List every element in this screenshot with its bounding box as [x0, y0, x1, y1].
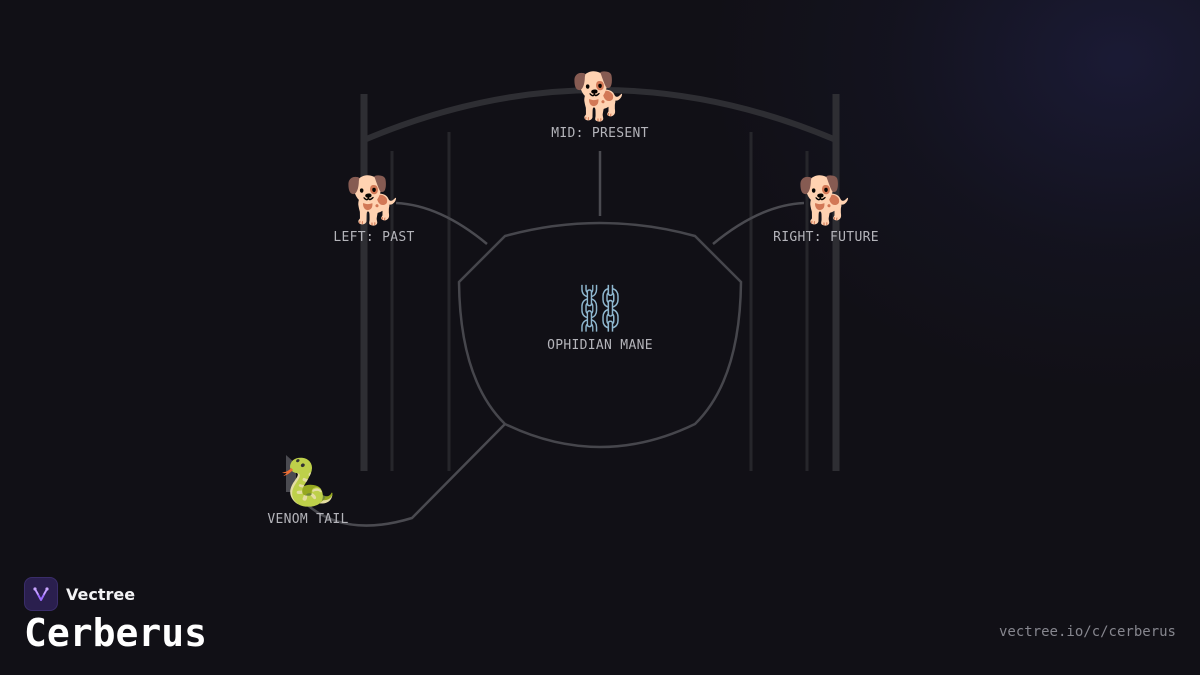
page-title: Cerberus [24, 611, 208, 655]
node-left: 🐕 LEFT: PAST [274, 172, 474, 245]
connectors [299, 151, 805, 527]
dog-face-icon: 🐕 [571, 69, 629, 123]
node-tail: 🐍 VENOM TAIL [208, 454, 408, 527]
connector-left [395, 201, 488, 245]
chain-icon: ⛓ [570, 281, 630, 335]
tail-tip-shape [286, 455, 296, 492]
page-url[interactable]: vectree.io/c/cerberus [998, 624, 1176, 640]
gate-frame [360, 87, 840, 471]
node-mid: 🐕 MID: PRESENT [500, 68, 700, 141]
vectree-logo-icon [24, 577, 58, 611]
vectree-logo-glyph [33, 587, 49, 601]
brand: Vectree [24, 577, 135, 611]
dog-face-icon: 🐕 [797, 173, 855, 227]
connector-right [712, 201, 805, 245]
dog-face-icon: 🐕 [345, 173, 403, 227]
brand-name: Vectree [66, 584, 136, 604]
node-mid-label: MID: PRESENT [551, 126, 649, 141]
node-left-label: LEFT: PAST [333, 230, 415, 245]
node-right: 🐕 RIGHT: FUTURE [726, 172, 926, 245]
node-tail-label: VENOM TAIL [267, 512, 349, 527]
body-outline [457, 221, 743, 449]
node-center-label: OPHIDIAN MANE [547, 338, 653, 353]
snake-icon: 🐍 [279, 455, 337, 509]
connector-tail [299, 423, 506, 527]
gate-arch [362, 87, 838, 143]
node-right-label: RIGHT: FUTURE [773, 230, 879, 245]
node-center: ⛓ OPHIDIAN MANE [500, 280, 700, 353]
